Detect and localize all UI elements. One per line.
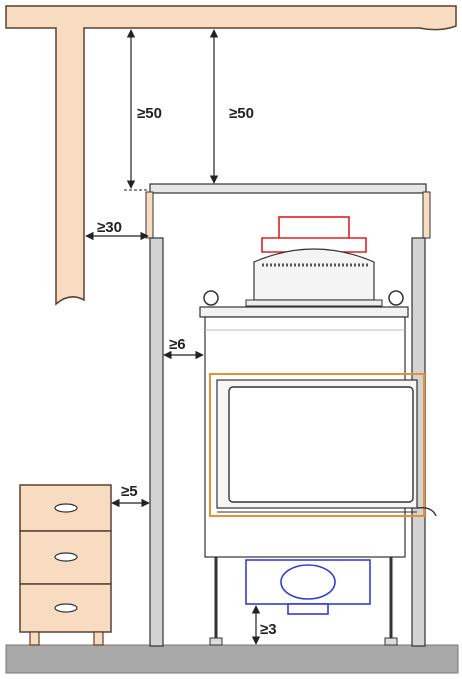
cabinet [19,484,112,646]
left-wall [149,237,164,647]
floor [5,644,459,674]
ash-box [245,559,371,615]
firebox [209,373,437,517]
cabinet-gap-label: ≥5 [121,483,138,500]
hood-left-lip [145,191,154,239]
hood-gap-label: ≥50 [229,105,254,122]
side-gap-label: ≥6 [169,336,186,353]
hood-right-lip [422,191,431,239]
ceiling-gap-label: ≥50 [137,105,162,122]
ceiling-beam [5,5,457,306]
floor-gap-label: ≥3 [260,621,277,638]
beam-gap-label: ≥30 [97,219,122,236]
hood-top [149,183,427,194]
flue-collar [245,216,383,307]
stove-legs [209,557,398,646]
